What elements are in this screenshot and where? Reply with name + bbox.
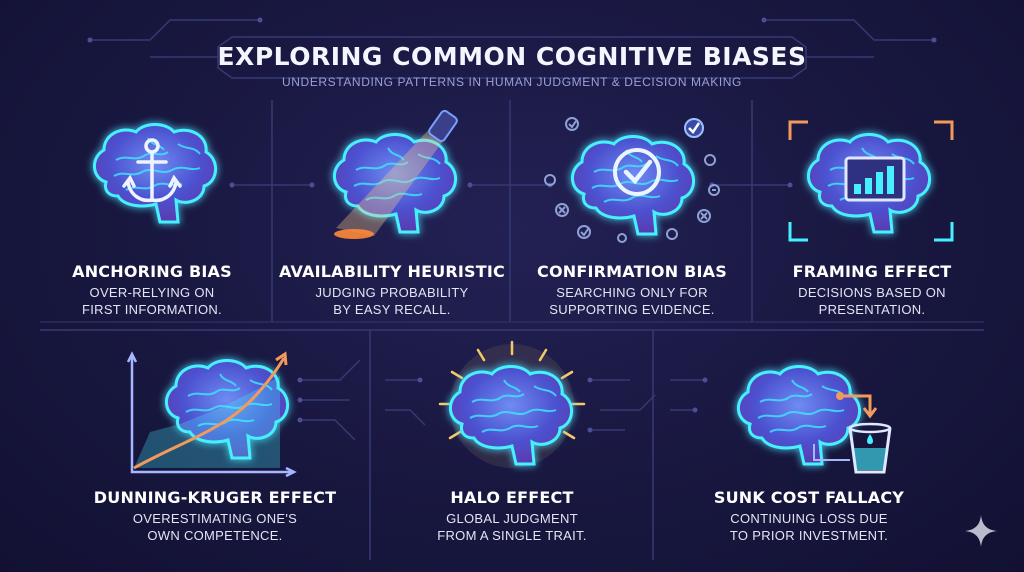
bias-card-sunk-cost: SUNK COST FALLACY CONTINUING LOSS DUE TO… — [664, 340, 954, 560]
card-description-line2: TO PRIOR INVESTMENT. — [729, 528, 889, 543]
page-subtitle: UNDERSTANDING PATTERNS IN HUMAN JUDGMENT… — [282, 75, 742, 89]
card-description-line2: SUPPORTING EVIDENCE. — [549, 302, 715, 317]
card-title: FRAMING EFFECT — [792, 262, 952, 281]
card-description-line2: BY EASY RECALL. — [333, 302, 451, 317]
card-title: HALO EFFECT — [450, 488, 574, 507]
bar-chart-frame-icon — [788, 120, 954, 242]
card-title: ANCHORING BIAS — [72, 262, 232, 281]
card-description-line1: DECISIONS BASED ON — [798, 285, 946, 300]
bias-card-confirmation: CONFIRMATION BIAS SEARCHING ONLY FOR SUP… — [516, 100, 748, 325]
glass-of-water-icon — [730, 348, 892, 474]
card-description-line2: PRESENTATION. — [818, 302, 926, 317]
sparkle-icon — [965, 515, 997, 547]
bias-card-availability: AVAILABILITY HEURISTIC JUDGING PROBABILI… — [276, 100, 508, 325]
bias-card-anchoring: ANCHORING BIAS OVER-RELYING ON FIRST INF… — [36, 100, 268, 325]
card-description-line1: OVERESTIMATING ONE'S — [132, 511, 298, 526]
checkmark-icon — [544, 117, 720, 243]
anchor-icon — [86, 120, 226, 230]
card-description-line1: OVER-RELYING ON — [89, 285, 215, 300]
card-description-line2: FROM A SINGLE TRAIT. — [437, 528, 587, 543]
card-description-line1: SEARCHING ONLY FOR — [556, 285, 708, 300]
bias-card-halo: HALO EFFECT GLOBAL JUDGMENT FROM A SINGL… — [376, 340, 648, 560]
card-title: SUNK COST FALLACY — [713, 488, 905, 507]
card-title: DUNNING-KRUGER EFFECT — [93, 488, 337, 507]
page-title: EXPLORING COMMON COGNITIVE BIASES — [217, 42, 807, 71]
card-title: CONFIRMATION BIAS — [537, 262, 727, 281]
card-description-line1: GLOBAL JUDGMENT — [446, 511, 578, 526]
card-title: AVAILABILITY HEURISTIC — [279, 262, 505, 281]
card-description-line1: CONTINUING LOSS DUE — [730, 511, 888, 526]
trend-chart-icon — [126, 351, 297, 478]
flashlight-icon — [316, 109, 458, 239]
bias-card-framing: FRAMING EFFECT DECISIONS BASED ON PRESEN… — [756, 100, 988, 325]
card-description-line2: OWN COMPETENCE. — [147, 528, 283, 543]
halo-glow-icon — [438, 340, 586, 468]
card-description-line1: JUDGING PROBABILITY — [315, 285, 469, 300]
bias-card-dunning-kruger: DUNNING-KRUGER EFFECT OVERESTIMATING ONE… — [70, 340, 360, 560]
card-description-line2: FIRST INFORMATION. — [82, 302, 222, 317]
